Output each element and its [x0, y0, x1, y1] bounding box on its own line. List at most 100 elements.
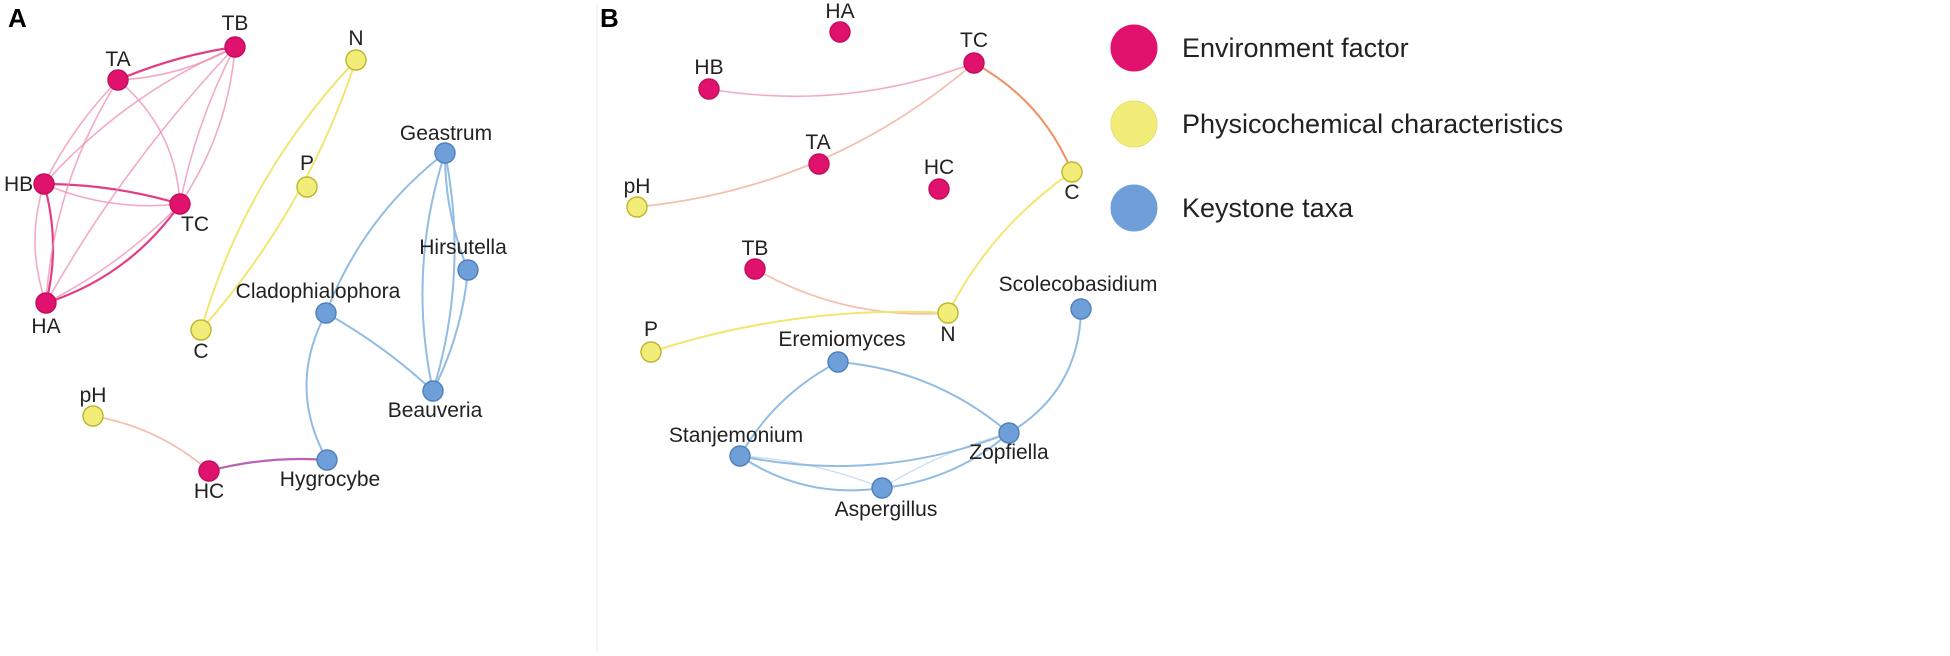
edge-ph-hc	[92, 415, 210, 472]
node-b-hc	[928, 178, 950, 200]
node-label-cladophialophora: Cladophialophora	[236, 280, 401, 303]
node-b-ta	[808, 153, 830, 175]
node-label-aspergillus: Aspergillus	[835, 498, 938, 521]
edge-n-c	[200, 59, 357, 331]
nodes-layer	[33, 21, 1092, 499]
node-a-tb	[224, 36, 246, 58]
node-b-ph	[626, 196, 648, 218]
node-label-c: C	[1064, 181, 1079, 204]
node-label-hc: HC	[194, 480, 224, 503]
node-b-hb	[698, 78, 720, 100]
node-a-hygrocybe	[316, 449, 338, 471]
edge-stanjemonium-aspergillus	[739, 455, 883, 492]
edge-hb-ha	[42, 182, 55, 305]
edge-cladophialophora-hygrocybe	[305, 312, 328, 461]
legend-marker-environment	[1110, 24, 1158, 72]
edge-hb-ha	[34, 183, 47, 304]
node-label-eremiomyces: Eremiomyces	[778, 328, 905, 351]
legend-label-keystone: Keystone taxa	[1182, 193, 1354, 223]
node-a-hb	[33, 173, 55, 195]
node-label-beauveria: Beauveria	[388, 399, 483, 422]
node-label-tb: TB	[222, 12, 249, 35]
node-a-c	[190, 319, 212, 341]
node-label-tc: TC	[181, 213, 209, 236]
node-b-p	[640, 341, 662, 363]
edge-scolecobasidium-zopfiella	[1008, 308, 1082, 434]
edge-ha-tc	[45, 203, 181, 304]
edge-ta-tb	[116, 45, 237, 82]
node-label-p: P	[644, 318, 658, 341]
panel-label-a: A	[8, 3, 27, 33]
node-b-aspergillus	[871, 477, 893, 499]
node-b-tb	[744, 258, 766, 280]
edge-aspergillus-zopfiella	[881, 432, 1010, 489]
node-a-p	[296, 176, 318, 198]
node-a-ph	[82, 405, 104, 427]
node-a-hc	[198, 460, 220, 482]
edge-ta-tc	[117, 79, 181, 205]
node-a-cladophialophora	[315, 302, 337, 324]
node-b-c	[1061, 161, 1083, 183]
edge-ha-tb	[45, 46, 236, 304]
edge-aspergillus-zopfiella	[881, 432, 1010, 489]
panel-label-b: B	[600, 3, 619, 33]
edge-tb-tc	[179, 46, 236, 205]
legend-label-environment: Environment factor	[1182, 33, 1409, 63]
edge-cladophialophora-beauveria	[325, 312, 434, 392]
edge-hc-hygrocybe	[207, 457, 329, 473]
edge-geastrum-beauveria	[432, 152, 456, 392]
node-b-n	[937, 302, 959, 324]
edge-hb-tc	[42, 182, 182, 206]
edge-hirsutella-beauveria	[432, 269, 469, 392]
edge-hb-tc	[708, 62, 975, 98]
edge-p-n	[650, 310, 949, 353]
node-b-tc	[963, 52, 985, 74]
edge-tc-c	[973, 62, 1073, 173]
node-label-tc: TC	[960, 29, 988, 52]
node-b-scolecobasidium	[1070, 298, 1092, 320]
node-label-tb: TB	[742, 237, 769, 260]
node-a-ta	[107, 69, 129, 91]
node-a-beauveria	[422, 380, 444, 402]
node-label-ha: HA	[31, 315, 60, 338]
edge-tb-tc	[179, 46, 236, 205]
edge-geastrum-beauveria	[421, 152, 446, 392]
edge-eremiomyces-zopfiella	[837, 361, 1010, 434]
node-label-hygrocybe: Hygrocybe	[280, 468, 380, 491]
node-label-ha: HA	[825, 0, 854, 23]
legend-label-physicochemical: Physicochemical characteristics	[1182, 109, 1563, 139]
node-label-c: C	[193, 340, 208, 363]
node-label-hc: HC	[924, 156, 954, 179]
node-label-ta: TA	[805, 131, 830, 154]
node-a-geastrum	[434, 142, 456, 164]
node-a-n	[345, 49, 367, 71]
legend-marker-physicochemical	[1110, 100, 1158, 148]
edge-ha-ta	[45, 79, 119, 304]
node-a-hirsutella	[457, 259, 479, 281]
node-label-scolecobasidium: Scolecobasidium	[999, 273, 1158, 296]
node-label-n: N	[940, 323, 955, 346]
labels-layer: A TB TA HB TC HA N P CpH HC GeastrumHirsutellaClad…	[4, 0, 1157, 521]
edge-stanjemonium-zopfiella	[739, 432, 1010, 468]
node-label-n: N	[348, 27, 363, 50]
node-label-hb: HB	[4, 173, 33, 196]
node-label-p: P	[300, 152, 314, 175]
node-label-geastrum: Geastrum	[400, 122, 492, 145]
edge-tb-n	[754, 268, 949, 315]
node-b-zopfiella	[998, 422, 1020, 444]
edge-hb-tc	[43, 183, 181, 207]
edge-ta-tb	[117, 46, 236, 81]
node-label-ph: pH	[624, 175, 651, 198]
edge-eremiomyces-stanjemonium	[739, 361, 839, 457]
edge-geastrum-hirsutella	[443, 152, 469, 271]
legend-marker-keystone	[1110, 184, 1158, 232]
node-label-hirsutella: Hirsutella	[419, 236, 507, 259]
edge-tb-hb	[43, 46, 236, 185]
edge-geastrum-cladophialophora	[325, 152, 446, 314]
edge-c-n	[947, 171, 1073, 314]
node-b-stanjemonium	[729, 445, 751, 467]
node-label-zopfiella: Zopfiella	[969, 441, 1049, 464]
node-label-ph: pH	[80, 384, 107, 407]
